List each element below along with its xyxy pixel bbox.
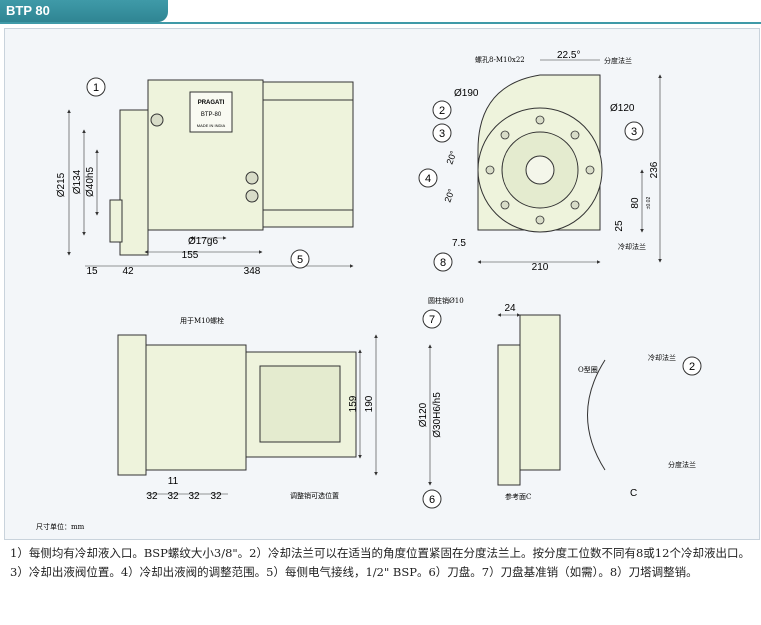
- adjust-note: 调整销可选位置: [290, 491, 339, 500]
- front-view: [477, 74, 603, 233]
- dim-l15: 15: [86, 266, 98, 277]
- section-dimensions: [428, 313, 521, 486]
- side-flange: [119, 109, 149, 256]
- plate-sub: MADE IN INDIA: [197, 123, 226, 128]
- section-index-flange: 分度法兰: [668, 460, 696, 469]
- nameplate: [189, 91, 233, 133]
- dim-32-a: 32: [146, 491, 158, 502]
- front-bolts: [485, 115, 595, 225]
- dim-d17: Ø17g6: [188, 236, 218, 247]
- pin-label: 圆柱销Ø10: [428, 296, 464, 305]
- plate-model: BTP-80: [201, 112, 222, 118]
- top-dimensions: [146, 334, 378, 495]
- section-body: [519, 314, 561, 471]
- dim-h190: 190: [364, 395, 375, 412]
- dim-d30: Ø30H6/h5: [432, 392, 443, 438]
- dim-h25: 25: [614, 220, 625, 232]
- top-view: [117, 334, 357, 476]
- callout-2-section: 2: [689, 361, 695, 373]
- label-c: C: [630, 488, 637, 499]
- footnote: 1）每侧均有冷却液入口。BSP螺纹大小3/8"。2）冷却法兰可以在适当的角度位置…: [10, 546, 750, 579]
- section-disc: [497, 344, 521, 486]
- dim-d40: Ø40h5: [85, 167, 96, 197]
- ref-c-label: 参考面C: [505, 492, 531, 501]
- callout-5: 5: [297, 254, 303, 266]
- callouts: [86, 77, 702, 509]
- dim-d134: Ø134: [72, 169, 83, 194]
- plate-brand: PRAGATI: [198, 100, 225, 106]
- header-title: BTP 80: [6, 3, 50, 18]
- side-motor: [262, 81, 354, 228]
- front-d190: Ø190: [454, 88, 479, 99]
- index-flange-label: 分度法兰: [604, 56, 632, 65]
- callout-8: 8: [440, 257, 446, 269]
- dim-h236: 236: [649, 161, 660, 178]
- front-dimensions: [477, 59, 662, 264]
- side-shaft: [109, 199, 123, 243]
- angle-20-b: 20°: [442, 187, 456, 204]
- dim-w210: 210: [532, 262, 549, 273]
- angle-label: 22.5°: [557, 50, 580, 61]
- dim-w24: 24: [504, 303, 516, 314]
- dim-tol80: ±0.02: [646, 197, 652, 210]
- dim-w75: 7.5: [452, 238, 466, 249]
- dim-32-d: 32: [210, 491, 222, 502]
- cool-flange-label: 冷却法兰: [618, 242, 646, 251]
- dim-d120: Ø120: [418, 402, 429, 427]
- callout-2-top: 2: [439, 105, 445, 117]
- callout-4: 4: [425, 173, 431, 185]
- dim-l42: 42: [122, 266, 134, 277]
- section-cool-flange: 冷却法兰: [648, 353, 676, 362]
- callout-1: 1: [93, 82, 99, 94]
- oring-label: O型圈: [578, 365, 598, 374]
- section-view: [497, 314, 606, 486]
- angle-20-a: 20°: [444, 149, 458, 166]
- side-dimensions: [67, 109, 354, 268]
- front-d120: Ø120: [610, 103, 635, 114]
- header-rule: [0, 22, 761, 24]
- bolt-note: 用于M10螺栓: [180, 316, 224, 325]
- top-body: [145, 344, 247, 471]
- top-flange: [117, 334, 147, 476]
- dim-32-b: 32: [167, 491, 179, 502]
- unit-note: 尺寸单位：mm: [36, 522, 85, 531]
- dim-11: 11: [168, 476, 179, 487]
- side-view: [109, 79, 354, 256]
- dim-h80: 80: [630, 197, 641, 209]
- dim-d215: Ø215: [56, 172, 67, 197]
- header-tab: BTP 80: [0, 0, 168, 22]
- dim-l155: 155: [182, 250, 199, 261]
- dim-h159: 159: [348, 395, 359, 412]
- bolt-label: 螺孔8-M10x22: [475, 55, 525, 64]
- callout-3-left: 3: [439, 128, 445, 140]
- callout-7: 7: [429, 314, 435, 326]
- callout-3-right: 3: [631, 126, 637, 138]
- dim-l348: 348: [244, 266, 261, 277]
- dim-32-c: 32: [188, 491, 200, 502]
- callout-6: 6: [429, 494, 435, 506]
